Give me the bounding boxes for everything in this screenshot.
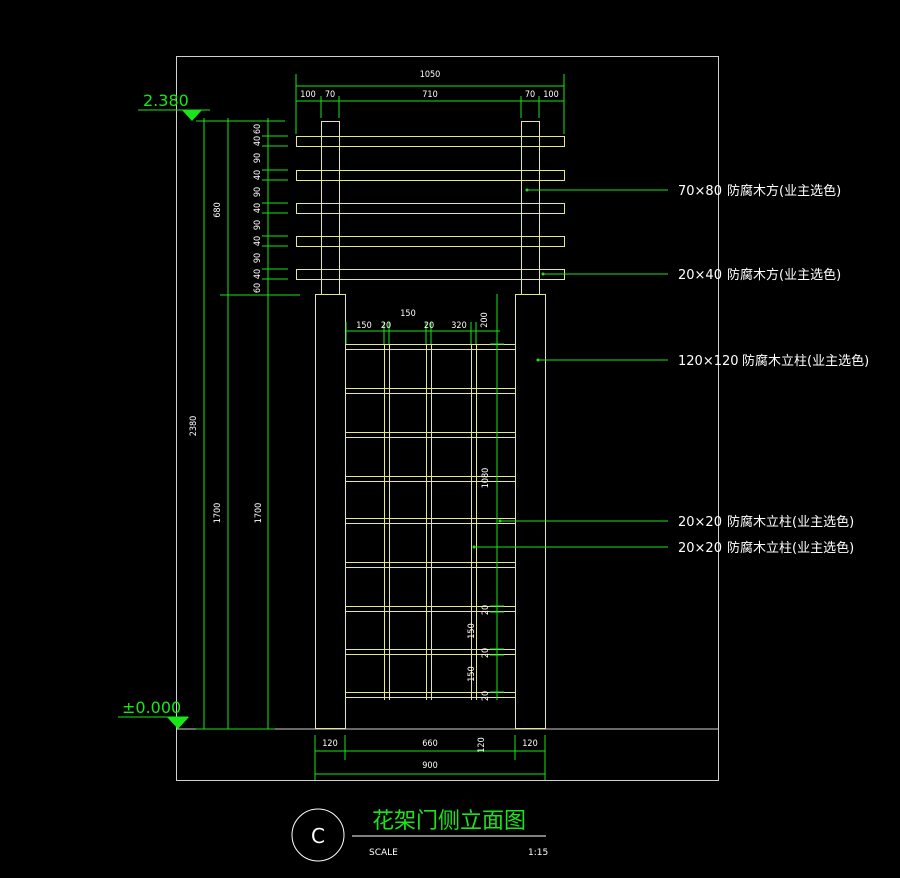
- dim-bottom-total: 900: [422, 761, 437, 771]
- rail-stack-label: 40: [253, 170, 263, 180]
- dim-lattice-top-4: 20: [424, 321, 434, 331]
- dimension-markers: [167, 110, 545, 729]
- dim-lattice-right-1: 1080: [481, 468, 491, 489]
- upper-post-right: [521, 121, 540, 295]
- rail-stack-label: 60: [253, 283, 263, 293]
- scale-value: 1:15: [528, 848, 548, 858]
- rail-stack-label: 40: [253, 203, 263, 213]
- annotation-size-4: 20×20: [678, 515, 722, 530]
- elevation-top: 2.380: [143, 91, 189, 110]
- annotation-text-1: 防腐木方(业主选色): [727, 183, 841, 199]
- annotation-text-2: 防腐木方(业主选色): [727, 267, 841, 283]
- dim-lattice-top-1: 150: [356, 321, 371, 331]
- rail-stack-label: 40: [253, 236, 263, 246]
- dim-bottom-2: 660: [422, 739, 437, 749]
- dim-top-part-4: 70: [525, 90, 535, 100]
- dim-lattice-right-3: 150: [467, 623, 477, 638]
- dim-lattice-right-4: 20: [481, 648, 491, 658]
- dim-top-part-2: 70: [325, 90, 335, 100]
- rail-4: [296, 236, 565, 247]
- rail-stack-label: 90: [253, 153, 263, 163]
- lattice-horizontals: [346, 344, 515, 698]
- rail-stack-labels: 60 40 90 40 90 40 90 40 90 40 60: [253, 124, 263, 293]
- rail-3: [296, 203, 565, 214]
- dim-bottom-3: 120: [477, 737, 487, 752]
- upper-post-left: [321, 121, 340, 295]
- dim-top-part-3: 710: [422, 90, 437, 100]
- structure: [296, 121, 565, 729]
- dimension-lines: [118, 74, 668, 780]
- scale-label: SCALE: [369, 848, 398, 858]
- drawing-title: 花架门侧立面图: [372, 809, 526, 834]
- annotation-size-3: 120×120: [678, 354, 739, 369]
- dim-lattice-right-5: 150: [467, 666, 477, 681]
- annotation-text-4: 防腐木立柱(业主选色): [727, 514, 854, 530]
- rail-stack-label: 40: [253, 136, 263, 146]
- rail-stack-label: 90: [253, 220, 263, 230]
- elevation-marker-ground: [167, 717, 189, 729]
- annotation-size-2: 20×40: [678, 268, 722, 283]
- dim-top-part-5: 100: [543, 90, 558, 100]
- dim-lattice-top-5: 320: [451, 321, 466, 331]
- dim-lattice-right-6: 20: [481, 691, 491, 701]
- dim-height-1700-left: 1700: [213, 503, 223, 524]
- dim-lattice-top-2: 20: [381, 321, 391, 331]
- rail-stack-label: 40: [253, 269, 263, 279]
- rail-stack-label: 90: [253, 187, 263, 197]
- drawing-frame: [176, 56, 719, 781]
- rail-stack-label: 90: [253, 253, 263, 263]
- title-marker-letter: C: [311, 824, 325, 848]
- dim-lattice-right-2: 20: [481, 605, 491, 615]
- dim-bottom-1: 120: [322, 739, 337, 749]
- rail-2: [296, 170, 565, 181]
- elevation-marker-top: [182, 110, 202, 121]
- main-post-left: [315, 294, 346, 729]
- annotation-size-1: 70×80: [678, 184, 722, 199]
- dim-height-2380: 2380: [189, 416, 199, 437]
- dim-top-part-1: 100: [300, 90, 315, 100]
- title-marker-circle: [291, 808, 345, 862]
- dim-lattice-offset: 200: [480, 312, 490, 327]
- dim-height-680: 680: [213, 202, 223, 217]
- annotation-text-3: 防腐木立柱(业主选色): [742, 353, 869, 369]
- annotation-size-5: 20×20: [678, 541, 722, 556]
- rail-stack-label: 60: [253, 124, 263, 134]
- elevation-ground: ±0.000: [122, 698, 181, 717]
- dim-top-total: 1050: [420, 70, 441, 80]
- dim-lattice-top-3: 150: [400, 309, 415, 319]
- dim-height-1700-right: 1700: [254, 503, 264, 524]
- rail-1: [296, 136, 565, 147]
- annotation-text-5: 防腐木立柱(业主选色): [727, 540, 854, 556]
- rail-5: [296, 269, 565, 280]
- dim-bottom-4: 120: [522, 739, 537, 749]
